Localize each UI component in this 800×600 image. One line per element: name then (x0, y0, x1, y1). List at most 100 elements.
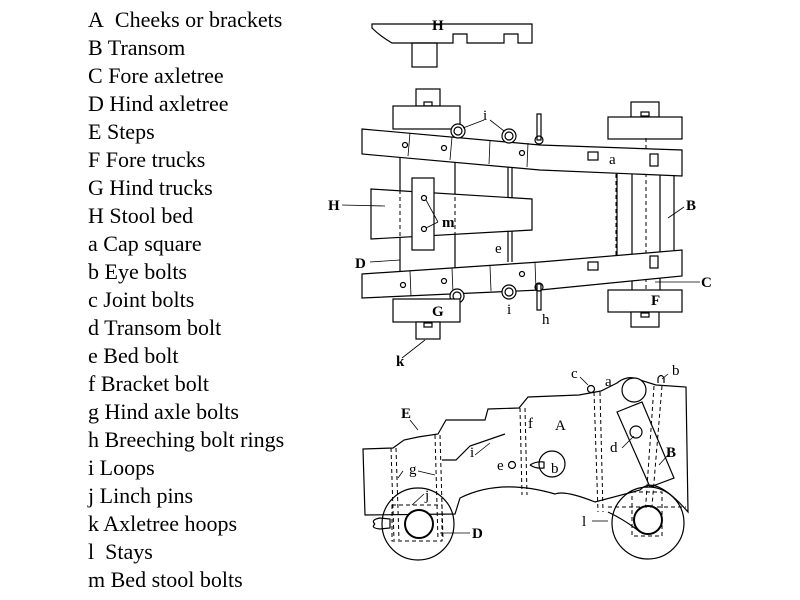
cheek-bracket-outline (362, 377, 689, 516)
label-b: b (672, 363, 680, 379)
legend-key: i (88, 455, 95, 480)
hind-truck-hub-bottom (415, 321, 441, 340)
breeching-ring (534, 135, 544, 145)
legend-key: b (88, 259, 99, 284)
legend-label: Stays (105, 539, 153, 564)
joint-bolt (518, 270, 526, 278)
label-A: A (555, 418, 566, 434)
legend-label: Eye bolts (104, 259, 188, 284)
plan-view: i a H m B D e C F G i h k (328, 88, 712, 370)
cheek-joint (488, 139, 491, 165)
legend-label: Hind trucks (109, 175, 213, 200)
label-F: F (651, 293, 660, 309)
joint-bolt (399, 281, 407, 289)
legend-label: Axletree hoops (103, 511, 238, 536)
legend-label: Fore trucks (105, 147, 206, 172)
legend-key: G (88, 175, 104, 200)
lower-cheek (361, 249, 683, 299)
label-e: e (497, 458, 504, 474)
stool-bed-side-view: H (371, 18, 533, 68)
legend-item: f Bracket bolt (88, 370, 284, 398)
eye-bolt (657, 374, 665, 383)
breeching-bolt-ring (536, 113, 542, 141)
bed-stool-bolt (420, 194, 428, 202)
legend-label: Steps (106, 119, 155, 144)
label-i: i (470, 445, 474, 461)
breeching-ring (534, 282, 544, 292)
hind-truck-bottom (392, 298, 461, 323)
legend-label: Linch pins (99, 483, 194, 508)
legend-label: Loops (99, 455, 155, 480)
label-b-lower: b (551, 461, 559, 477)
loop (501, 128, 517, 144)
transom-elevation (616, 401, 675, 488)
legend-item: E Steps (88, 118, 284, 146)
label-H-side: H (432, 18, 444, 34)
joint-bolt-line (599, 391, 604, 513)
legend-label: Bed bolt (103, 343, 179, 368)
legend-key: g (88, 399, 99, 424)
leader-k (401, 339, 426, 359)
leader-b (661, 373, 669, 380)
legend-item: F Fore trucks (88, 146, 284, 174)
legend-label: Transom (107, 35, 186, 60)
label-j: j (424, 488, 429, 504)
label-g: g (409, 462, 417, 478)
cheek-joint (449, 136, 453, 161)
cap-square-latch (649, 153, 659, 167)
label-a: a (609, 152, 616, 168)
parts-legend: A Cheeks or brackets B Transom C Fore ax… (88, 6, 284, 594)
breeching-bolt-eye (529, 461, 545, 469)
legend-item: B Transom (88, 34, 284, 62)
loop-elevation (442, 433, 506, 461)
hind-axletree-hidden (391, 504, 443, 542)
legend-item: i Loops (88, 454, 284, 482)
leader-d (621, 435, 635, 449)
label-f: f (528, 416, 533, 432)
cheek-joint (451, 267, 454, 294)
leader-m (425, 199, 439, 223)
bed-bolt-hole (507, 460, 517, 470)
loop (450, 123, 466, 139)
loop (501, 284, 517, 300)
cheek-joint (407, 132, 411, 157)
leader-c (579, 376, 589, 386)
label-e: e (495, 241, 502, 257)
stay (607, 511, 641, 533)
hind-truck-hub-top (415, 88, 441, 107)
leader-E (409, 419, 419, 431)
label-m: m (442, 215, 455, 231)
legend-label: Joint bolts (103, 287, 195, 312)
fore-truck-hub-top (630, 101, 660, 118)
cap-square-bolt (587, 261, 599, 271)
loop-inner (504, 131, 514, 141)
legend-key: e (88, 343, 98, 368)
cheek-joint (526, 142, 529, 168)
legend-item: g Hind axle bolts (88, 398, 284, 426)
legend-label: Bed stool bolts (110, 567, 243, 592)
hind-axle-bolt (434, 434, 439, 541)
cheek-joint (409, 270, 412, 297)
hub-slot (423, 322, 433, 328)
breeching-bolt-circle (538, 450, 566, 478)
label-a: a (605, 374, 612, 390)
legend-label: Cap square (103, 231, 202, 256)
legend-key: j (88, 483, 95, 508)
joint-bolt (440, 277, 448, 285)
fore-truck-wheel (611, 486, 685, 560)
leader-i (462, 119, 485, 129)
label-G: G (432, 304, 444, 320)
loop-inner (453, 126, 463, 136)
leader-m (425, 221, 439, 229)
trunnion-cap-square (621, 377, 647, 403)
legend-label: Cheeks or brackets (114, 7, 283, 32)
leader-g (397, 470, 404, 479)
elevation-view: c a b E f A i d e b B g j l D (362, 363, 689, 561)
legend-label: Hind axle bolts (104, 399, 239, 424)
legend-item: H Stool bed (88, 202, 284, 230)
hub-slot (640, 111, 650, 117)
label-D: D (472, 526, 483, 542)
cheek-joint (489, 265, 492, 292)
joint-bolt-c (586, 384, 596, 394)
